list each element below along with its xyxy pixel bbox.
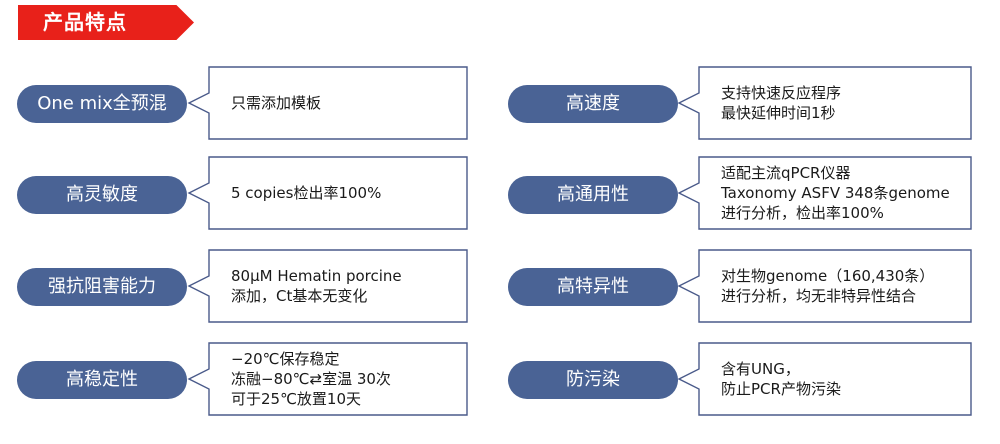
feature-callout-one-mix: 只需添加模板 <box>187 66 468 140</box>
feature-text-line: 进行分析，均无非特异性结合 <box>721 287 917 305</box>
feature-label-stability: 高稳定性 <box>17 361 187 399</box>
callout-border <box>187 342 468 416</box>
section-title: 产品特点 <box>43 10 127 34</box>
feature-callout-anti-contamination: 含有UNG， 防止PCR产物污染 <box>677 342 972 416</box>
feature-text-line: −20℃保存稳定 <box>231 350 340 368</box>
callout-border <box>187 66 468 140</box>
feature-label-speed: 高速度 <box>508 85 678 123</box>
feature-text-line: 含有UNG， <box>721 360 800 378</box>
feature-text-line: 适配主流qPCR仪器 <box>721 164 851 182</box>
callout-border <box>677 249 972 323</box>
feature-callout-specificity: 对生物genome（160,430条） 进行分析，均无非特异性结合 <box>677 249 972 323</box>
feature-text-line: 80μM Hematin porcine <box>231 267 402 285</box>
feature-callout-universality: 适配主流qPCR仪器 Taxonomy ASFV 348条genome 进行分析… <box>677 156 972 230</box>
feature-text-line: 冻融−80℃⇄室温 30次 <box>231 370 391 388</box>
feature-text-line: 添加，Ct基本无变化 <box>231 287 368 305</box>
feature-label-anti-contamination: 防污染 <box>508 361 678 399</box>
feature-text-line: 支持快速反应程序 <box>721 84 842 102</box>
feature-text-line: 防止PCR产物污染 <box>721 380 841 398</box>
feature-text-line: 5 copies检出率100% <box>231 184 382 202</box>
callout-border <box>677 342 972 416</box>
feature-label-one-mix: One mix全预混 <box>17 85 187 123</box>
feature-text-line: 进行分析，检出率100% <box>721 204 884 222</box>
feature-text-line: 只需添加模板 <box>231 94 322 112</box>
feature-label-specificity: 高特异性 <box>508 268 678 306</box>
feature-callout-inhibitor-resistance: 80μM Hematin porcine 添加，Ct基本无变化 <box>187 249 468 323</box>
feature-label-inhibitor-resistance: 强抗阻害能力 <box>17 268 187 306</box>
feature-text-line: 可于25℃放置10天 <box>231 390 362 408</box>
feature-text-line: Taxonomy ASFV 348条genome <box>721 184 950 202</box>
feature-text-line: 最快延伸时间1秒 <box>721 104 836 122</box>
feature-callout-sensitivity: 5 copies检出率100% <box>187 156 468 230</box>
callout-border <box>677 156 972 230</box>
section-header-tag: 产品特点 <box>18 5 194 40</box>
feature-callout-stability: −20℃保存稳定 冻融−80℃⇄室温 30次 可于25℃放置10天 <box>187 342 468 416</box>
callout-border <box>677 66 972 140</box>
feature-label-universality: 高通用性 <box>508 176 678 214</box>
callout-border <box>187 156 468 230</box>
feature-text-line: 对生物genome（160,430条） <box>721 267 935 285</box>
feature-callout-speed: 支持快速反应程序 最快延伸时间1秒 <box>677 66 972 140</box>
callout-border <box>187 249 468 323</box>
feature-label-sensitivity: 高灵敏度 <box>17 176 187 214</box>
